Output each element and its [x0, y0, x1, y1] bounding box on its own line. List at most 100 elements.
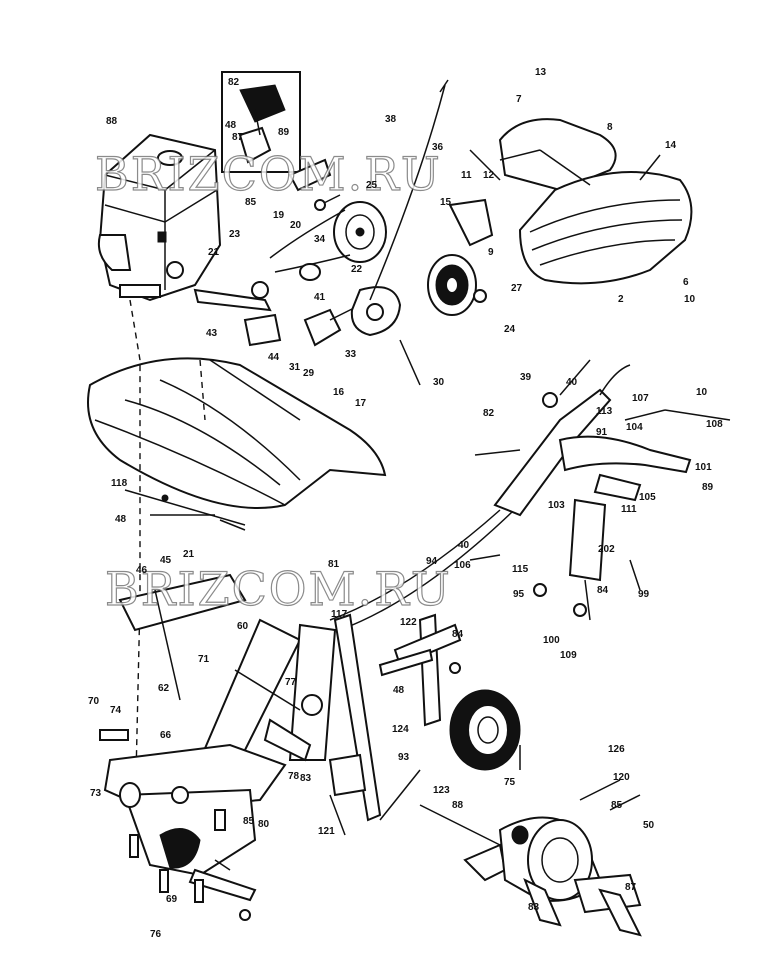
callout-label: 70: [88, 696, 100, 707]
callout-label: 8: [607, 122, 613, 133]
callout-label: 14: [665, 140, 677, 151]
callout-label: 120: [613, 772, 630, 783]
callout-label: 10: [696, 387, 708, 398]
callout-label: 117: [331, 609, 348, 620]
watermark-top: BRIZCOM.RU: [95, 147, 442, 201]
callout-label: 81: [328, 559, 340, 570]
callout-label: 33: [345, 349, 357, 360]
callout-label: 12: [483, 170, 495, 181]
callout-label: 107: [632, 393, 649, 404]
callout-label: 88: [106, 116, 118, 127]
callout-label: 45: [160, 555, 172, 566]
callout-label: 16: [333, 387, 345, 398]
callout-label: 118: [111, 478, 128, 489]
callout-label: 44: [268, 352, 280, 363]
callout-label: 2: [618, 294, 624, 305]
callout-label: 24: [504, 324, 516, 335]
tine-assembly: [463, 779, 642, 937]
callout-label: 66: [160, 730, 172, 741]
leader-lines: [219, 149, 661, 846]
callout-label: 11: [461, 170, 472, 181]
inset-detail-box: [221, 71, 301, 173]
callout-label: 27: [511, 283, 523, 294]
callout-label: 21: [183, 549, 195, 560]
belt-cover: [448, 118, 693, 303]
callout-label: 101: [695, 462, 712, 473]
frame-bolts: [99, 729, 251, 921]
callout-label: 48: [393, 685, 405, 696]
callout-label: 38: [385, 114, 397, 125]
wheel-bracket: [378, 613, 462, 727]
callout-label: 89: [702, 482, 714, 493]
callout-label: 82: [228, 77, 240, 88]
callout-label: 48: [115, 514, 127, 525]
callout-label: 50: [643, 820, 655, 831]
callout-label: 91: [596, 427, 608, 438]
tine-shield: [87, 357, 387, 526]
callout-label: 22: [351, 264, 363, 275]
callout-label: 121: [318, 826, 335, 837]
callout-label: 80: [258, 819, 270, 830]
callout-label: 62: [158, 683, 170, 694]
callout-label: 105: [639, 492, 656, 503]
callout-label: 30: [433, 377, 445, 388]
callout-label: 88: [452, 800, 464, 811]
callout-label: 46: [136, 565, 148, 576]
depth-bar-assembly: [328, 613, 421, 836]
callout-label: 126: [608, 744, 625, 755]
callout-label: 95: [513, 589, 525, 600]
callout-label: 73: [90, 788, 102, 799]
callout-label: 124: [392, 724, 409, 735]
dashed-guide-left: [129, 299, 141, 821]
callout-label: 78: [288, 771, 300, 782]
handlebar-assembly: [474, 364, 731, 621]
callout-label: 15: [440, 197, 452, 208]
callout-label: 21: [208, 247, 220, 258]
callout-label: 77: [285, 677, 297, 688]
callout-label: 41: [314, 292, 326, 303]
callout-label: 60: [237, 621, 249, 632]
callout-label: 87: [232, 132, 244, 143]
callout-label: 100: [543, 635, 560, 646]
callout-label: 19: [273, 210, 285, 221]
callout-label: 25: [366, 180, 378, 191]
callout-label: 43: [206, 328, 218, 339]
callout-label: 111: [621, 504, 637, 515]
callout-label: 23: [229, 229, 241, 240]
callout-label: 85: [611, 800, 623, 811]
callout-label: 115: [512, 564, 529, 575]
callout-label: 93: [398, 752, 410, 763]
wheel-120: [449, 689, 521, 771]
callout-label: 48: [225, 120, 237, 131]
callout-label: 76: [150, 929, 162, 940]
bracket-27: [288, 158, 332, 192]
callout-label: 75: [504, 777, 516, 788]
callout-label: 108: [706, 419, 723, 430]
callout-label: 34: [314, 234, 326, 245]
callout-label: 85: [243, 816, 255, 827]
callout-label: 87: [625, 882, 637, 893]
callout-label: 20: [290, 220, 302, 231]
callout-label: 40: [458, 540, 470, 551]
callout-label: 89: [278, 127, 290, 138]
callout-label: 94: [426, 556, 438, 567]
callout-label: 109: [560, 650, 577, 661]
callout-label: 9: [488, 247, 494, 258]
callout-label: 84: [597, 585, 609, 596]
engine-assembly: [97, 133, 222, 302]
callout-label: 123: [433, 785, 450, 796]
callout-label: 83: [528, 902, 540, 913]
callout-label: 106: [454, 560, 471, 571]
callout-label: 69: [166, 894, 178, 905]
cable-34: [369, 84, 446, 301]
control-rod: [329, 509, 501, 621]
callout-label: 113: [596, 406, 613, 417]
watermark-middle: BRIZCOM.RU: [105, 562, 452, 616]
callout-label: 104: [626, 422, 643, 433]
callout-label: 84: [452, 629, 464, 640]
callout-label: 31: [289, 362, 301, 373]
callout-label: 99: [638, 589, 650, 600]
callout-label: 13: [535, 67, 547, 78]
drive-pulley: [427, 254, 477, 316]
